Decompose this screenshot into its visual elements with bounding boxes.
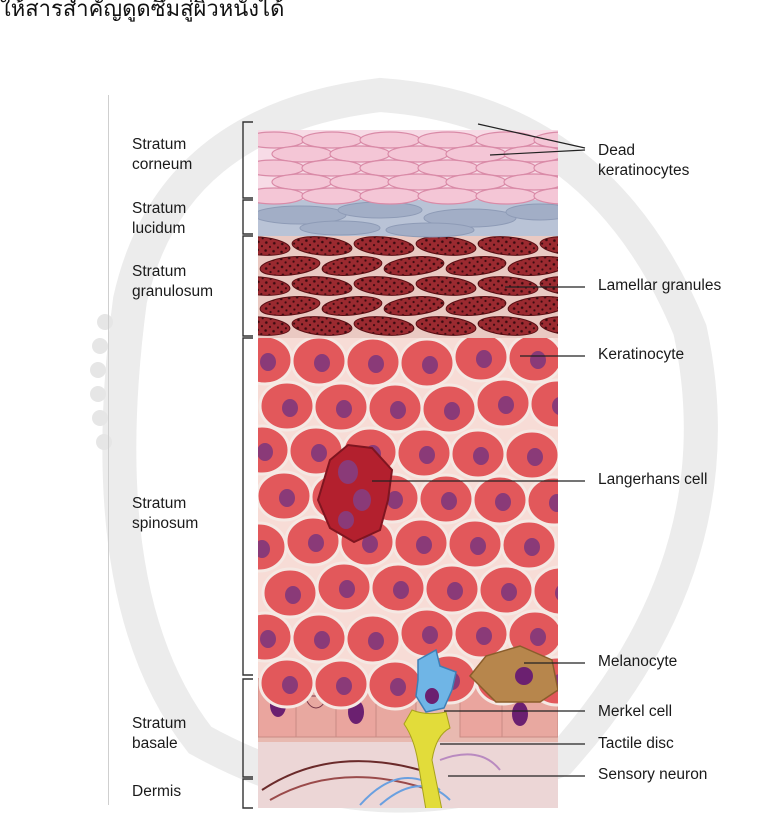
keratinocyte-nucleus [552, 397, 568, 415]
keratinocyte-nucleus [260, 630, 276, 648]
callout-dead-keratinocytes: Dead keratinocytes [598, 141, 689, 181]
keratinocyte-nucleus [416, 536, 432, 554]
layer-bracket [243, 122, 253, 198]
keratinocyte-nucleus [501, 583, 517, 601]
dead-keratinocyte-flake [534, 132, 594, 148]
dead-keratinocyte-flake [446, 174, 506, 190]
keratinocyte-nucleus [447, 582, 463, 600]
keratinocyte-nucleus [260, 353, 276, 371]
dead-keratinocyte-flake [534, 188, 594, 204]
dead-keratinocyte-flake [476, 188, 536, 204]
layer-label-lucidum: Stratum lucidum [132, 199, 186, 239]
dead-keratinocyte-flake [476, 160, 536, 176]
dead-keratinocyte-flake [272, 174, 332, 190]
keratinocyte-nucleus [254, 540, 270, 558]
keratinocyte-nucleus [257, 443, 273, 461]
dead-keratinocyte-flake [244, 160, 304, 176]
layer-label-dermis: Dermis [132, 782, 181, 802]
dead-keratinocyte-flake [388, 174, 448, 190]
keratinocyte-nucleus [444, 402, 460, 420]
layer-bracket [243, 200, 253, 234]
layer-label-granulosum: Stratum granulosum [132, 262, 213, 302]
dead-keratinocyte-flake [244, 188, 304, 204]
dead-keratinocyte-flake [360, 188, 420, 204]
dead-keratinocyte-flake [302, 132, 362, 148]
keratinocyte-nucleus [339, 580, 355, 598]
dead-keratinocyte-flake [330, 174, 390, 190]
keratinocyte-nucleus [314, 354, 330, 372]
callout-tactile-disc: Tactile disc [598, 734, 674, 754]
keratinocyte-nucleus [390, 678, 406, 696]
callout-keratinocyte: Keratinocyte [598, 345, 684, 365]
keratinocyte-nucleus [308, 534, 324, 552]
keratinocyte-nucleus [285, 586, 301, 604]
keratinocyte-nucleus [524, 538, 540, 556]
keratinocyte-nucleus [476, 627, 492, 645]
layer-label-basale: Stratum basale [132, 714, 186, 754]
layer-label-spinosum: Stratum spinosum [132, 494, 198, 534]
keratinocyte-nucleus [390, 401, 406, 419]
keratinocyte-nucleus [495, 493, 511, 511]
keratinocyte-nucleus [279, 489, 295, 507]
keratinocyte-nucleus [282, 676, 298, 694]
layer-label-corneum: Stratum corneum [132, 135, 192, 175]
keratinocyte-nucleus [422, 356, 438, 374]
dead-keratinocyte-flake [418, 188, 478, 204]
dead-keratinocyte-flake [418, 160, 478, 176]
keratinocyte-nucleus [441, 492, 457, 510]
keratinocyte-nucleus [282, 399, 298, 417]
callout-lamellar-granules: Lamellar granules [598, 276, 721, 296]
layer-bracket [243, 779, 253, 808]
dead-keratinocyte-flake [330, 146, 390, 162]
dead-keratinocyte-flake [446, 146, 506, 162]
keratinocyte-nucleus [314, 631, 330, 649]
dead-keratinocyte-flake [360, 132, 420, 148]
keratinocyte-nucleus [422, 626, 438, 644]
keratinocyte-nucleus [530, 628, 546, 646]
keratinocyte-nucleus [368, 355, 384, 373]
keratinocyte-nucleus [527, 448, 543, 466]
callout-sensory-neuron: Sensory neuron [598, 765, 707, 785]
keratinocyte-nucleus [473, 447, 489, 465]
dead-keratinocyte-flake [534, 160, 594, 176]
keratinocyte-cell [533, 567, 587, 615]
dead-keratinocyte-flake [272, 146, 332, 162]
callout-langerhans-cell: Langerhans cell [598, 470, 707, 490]
dead-keratinocyte-flake [244, 132, 304, 148]
dead-keratinocyte-flake [302, 188, 362, 204]
layer-bracket [243, 679, 253, 777]
keratinocyte-nucleus [555, 584, 571, 602]
keratinocyte-nucleus [530, 351, 546, 369]
keratinocyte-nucleus [336, 400, 352, 418]
keratinocyte-nucleus [470, 537, 486, 555]
layer-bracket [243, 338, 253, 675]
keratinocyte-nucleus [549, 494, 565, 512]
dead-keratinocyte-flake [360, 160, 420, 176]
dead-keratinocyte-flake [418, 132, 478, 148]
callout-merkel-cell: Merkel cell [598, 702, 672, 722]
layer-bracket [243, 236, 253, 336]
keratinocyte-nucleus [476, 350, 492, 368]
dead-keratinocyte-flake [388, 146, 448, 162]
dermis-layer [258, 740, 558, 810]
callout-melanocyte: Melanocyte [598, 652, 677, 672]
keratinocyte-nucleus [336, 677, 352, 695]
keratinocyte-nucleus [419, 446, 435, 464]
dead-keratinocyte-flake [302, 160, 362, 176]
dead-keratinocyte-flake [504, 174, 564, 190]
keratinocyte-nucleus [393, 581, 409, 599]
keratinocyte-nucleus [311, 444, 327, 462]
keratinocyte-nucleus [368, 632, 384, 650]
keratinocyte-nucleus [498, 396, 514, 414]
